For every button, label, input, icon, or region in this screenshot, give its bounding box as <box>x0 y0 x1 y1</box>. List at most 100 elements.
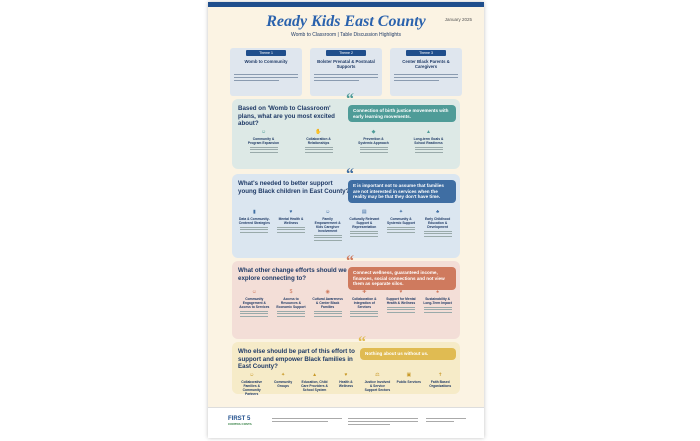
topic-card: ▤ Culturally Relevant Support & Represent… <box>348 209 380 241</box>
card-title: Long-term Goals & School Readiness <box>413 137 444 145</box>
theme-name: Bolster Prenatal & Postnatal Supports <box>317 59 375 69</box>
section-excited: Based on 'Womb to Classroom' plans, what… <box>232 92 460 169</box>
theme-card-1: Theme 1 Womb to Community <box>230 48 302 96</box>
theme-description <box>394 72 458 86</box>
card-title: Community Engagement & Access to Service… <box>239 297 270 309</box>
card-title: Community Groups <box>274 380 293 388</box>
sprout-icon: ♣ <box>435 209 440 215</box>
card-title: Early Childhood Education & Development <box>424 217 451 229</box>
section-support-needed: What's needed to better support young Bl… <box>232 167 460 258</box>
card-title: Community & Systemic Support <box>386 217 415 225</box>
card-description <box>240 226 269 233</box>
topic-card: ✝ Faith Based Organizations <box>426 372 454 396</box>
top-bar <box>208 2 484 7</box>
page-title: Ready Kids East County <box>266 13 426 30</box>
community-icon: ✦ <box>398 209 404 215</box>
section-question: Who else should be part of this effort t… <box>238 348 355 370</box>
theme-tag: Theme 3 <box>406 50 446 56</box>
topic-card: ✦ Community & Systemic Support <box>385 209 417 241</box>
theme-tag: Theme 1 <box>246 50 286 56</box>
logo-subtext: CONTRA COSTA <box>228 422 252 426</box>
card-title: Mental Health & Wellness <box>278 217 304 225</box>
card-title: Support for Mental Health & Wellness <box>386 297 416 305</box>
card-title: Sustainability & Long-Term Impact <box>423 297 452 305</box>
topic-card: ◉Cultural Awareness & Center Black Famil… <box>312 289 344 317</box>
card-description <box>313 310 342 317</box>
school-icon: ▲ <box>426 129 431 135</box>
quote-bubble: “ Connection of birth justice movements … <box>346 92 456 123</box>
card-description <box>276 226 305 233</box>
section-question: What's needed to better support young Bl… <box>238 180 350 195</box>
card-description <box>386 226 415 233</box>
card-title: Education, Child Care Providers & School… <box>301 380 328 392</box>
quote-mark-icon: “ <box>346 253 354 270</box>
card-row: ☺Community & Program Expansion ✋ Collabor… <box>236 129 456 153</box>
poster: Ready Kids East County January 2025 Womb… <box>208 2 484 438</box>
topic-card: ◆Prevention & Systemic Approach <box>358 129 390 153</box>
theme-description <box>314 72 378 86</box>
topic-card: ✚Collaboration & Integration of Services <box>348 289 380 317</box>
card-description <box>249 146 278 153</box>
card-description <box>240 310 269 317</box>
card-title: Faith Based Organizations <box>429 380 452 388</box>
card-row: ☺ Community Engagement & Access to Servic… <box>236 289 456 317</box>
card-title: Collaborative Families & Community Partn… <box>241 380 263 396</box>
topic-card: ☺ Community Engagement & Access to Servic… <box>238 289 270 317</box>
topic-card: ♣ Early Childhood Education & Development <box>422 209 454 241</box>
card-title: Justice Involved & Service Support Secto… <box>364 380 391 392</box>
quote-text: Connect wellness, guaranteed income, fin… <box>353 270 445 287</box>
card-description <box>350 310 379 317</box>
section-who-else: Who else should be part of this effort t… <box>232 335 460 396</box>
topic-card: ♥ Mental Health & Wellness <box>275 209 307 241</box>
theme-tag: Theme 2 <box>326 50 366 56</box>
card-title: Family Empowerment & Kids Caregiver Invo… <box>314 217 341 233</box>
money-icon: $ <box>289 289 293 295</box>
handshake-icon: ✋ <box>315 129 322 135</box>
card-title: Collaboration & Relationships <box>306 137 331 145</box>
quote-bubble: “ It is important not to assume that fam… <box>346 167 456 203</box>
building-icon: ▣ <box>406 372 412 378</box>
quote-bubble: “ Nothing about us without us. <box>358 335 456 360</box>
church-icon: ✝ <box>438 372 443 378</box>
book-icon: ▤ <box>361 209 367 215</box>
card-row: ☺Collaborative Families & Community Part… <box>236 372 456 396</box>
theme-card-2: Theme 2 Bolster Prenatal & Postnatal Sup… <box>310 48 382 96</box>
card-description <box>350 230 379 237</box>
topic-card: ▣ Public Services <box>395 372 423 396</box>
date-label: January 2025 <box>444 17 472 22</box>
theme-name: Womb to Community <box>244 59 288 64</box>
topic-card: ✦ Community Groups <box>269 372 297 396</box>
topic-card: ☺Community & Program Expansion <box>248 129 280 153</box>
card-title: Public Services <box>396 380 421 384</box>
card-title: Access to Resources & Economic Support <box>276 297 306 309</box>
card-description <box>359 146 388 153</box>
people-icon: ☺ <box>251 289 257 295</box>
topic-card: ▮Data & Community-Centered Strategies <box>238 209 270 241</box>
leaf-icon: ♠ <box>436 289 439 295</box>
topic-card: ♠ Sustainability & Long-Term Impact <box>422 289 454 317</box>
card-row: ▮Data & Community-Centered Strategies ♥ M… <box>236 209 456 241</box>
topic-card: ▲ Long-term Goals & School Readiness <box>413 129 445 153</box>
quote-text: It is important not to assume that famil… <box>353 183 444 200</box>
heart-icon: ♥ <box>289 209 293 215</box>
topic-card: ☺Family Empowerment & Kids Caregiver Inv… <box>312 209 344 241</box>
group-icon: ✦ <box>281 372 286 378</box>
section-question: What other change efforts should we expl… <box>238 267 347 282</box>
quote-mark-icon: “ <box>346 166 354 183</box>
topic-card: ⚖ Justice Involved & Service Support Sect… <box>363 372 391 396</box>
card-title: Culturally Relevant Support & Representa… <box>349 217 380 229</box>
theme-description <box>234 72 298 86</box>
section-question: Based on 'Womb to Classroom' plans, what… <box>238 105 335 127</box>
section-change-efforts: What other change efforts should we expl… <box>232 253 460 339</box>
scale-icon: ⚖ <box>375 372 380 378</box>
card-title: Data & Community-Centered Strategies <box>238 217 270 225</box>
themes-row: Theme 1 Womb to Community Theme 2 Bolste… <box>230 48 462 100</box>
card-description <box>423 230 452 237</box>
quote-text: Connection of birth justice movements wi… <box>353 108 449 119</box>
theme-name: Center Black Parents & Caregivers <box>402 59 450 69</box>
footer-links <box>426 416 466 422</box>
card-description <box>276 310 305 317</box>
footer-contact <box>272 416 342 422</box>
card-description <box>304 146 333 153</box>
